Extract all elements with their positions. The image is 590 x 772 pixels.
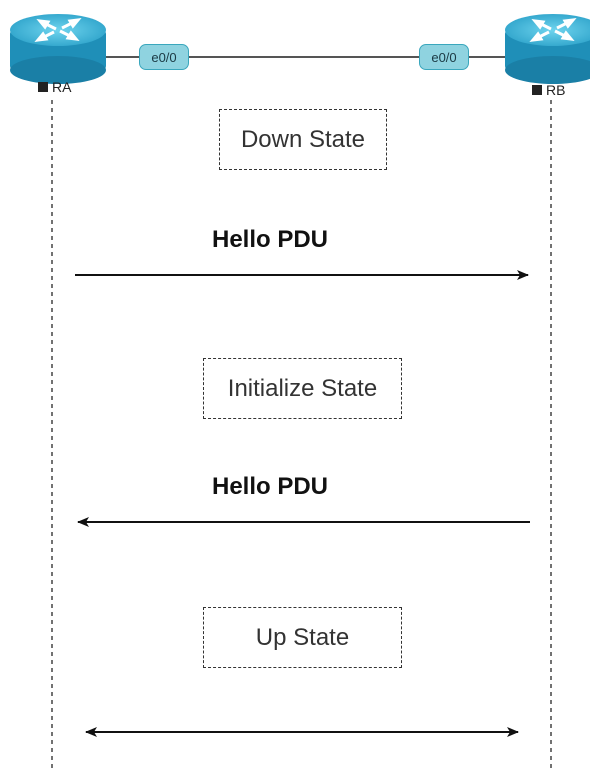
rb-name: RB: [546, 82, 566, 98]
ra-interface-label: e0/0: [139, 44, 189, 70]
rb-router-icon: [505, 14, 590, 84]
rb-node-label: RB: [532, 82, 565, 98]
hello-pdu-rb-to-ra-label: Hello PDU: [212, 473, 329, 500]
ra-router-icon: [10, 14, 106, 84]
hello-pdu-ra-to-rb-label: Hello PDU: [212, 226, 329, 253]
ra-name: RA: [52, 79, 72, 95]
initialize-state-box: Initialize State: [203, 358, 402, 419]
rb-node-marker: [532, 85, 542, 95]
rb-interface-label: e0/0: [419, 44, 469, 70]
ra-node-marker: [38, 82, 48, 92]
down-state-box: Down State: [219, 109, 387, 170]
up-state-box: Up State: [203, 607, 402, 668]
ra-node-label: RA: [38, 79, 71, 95]
